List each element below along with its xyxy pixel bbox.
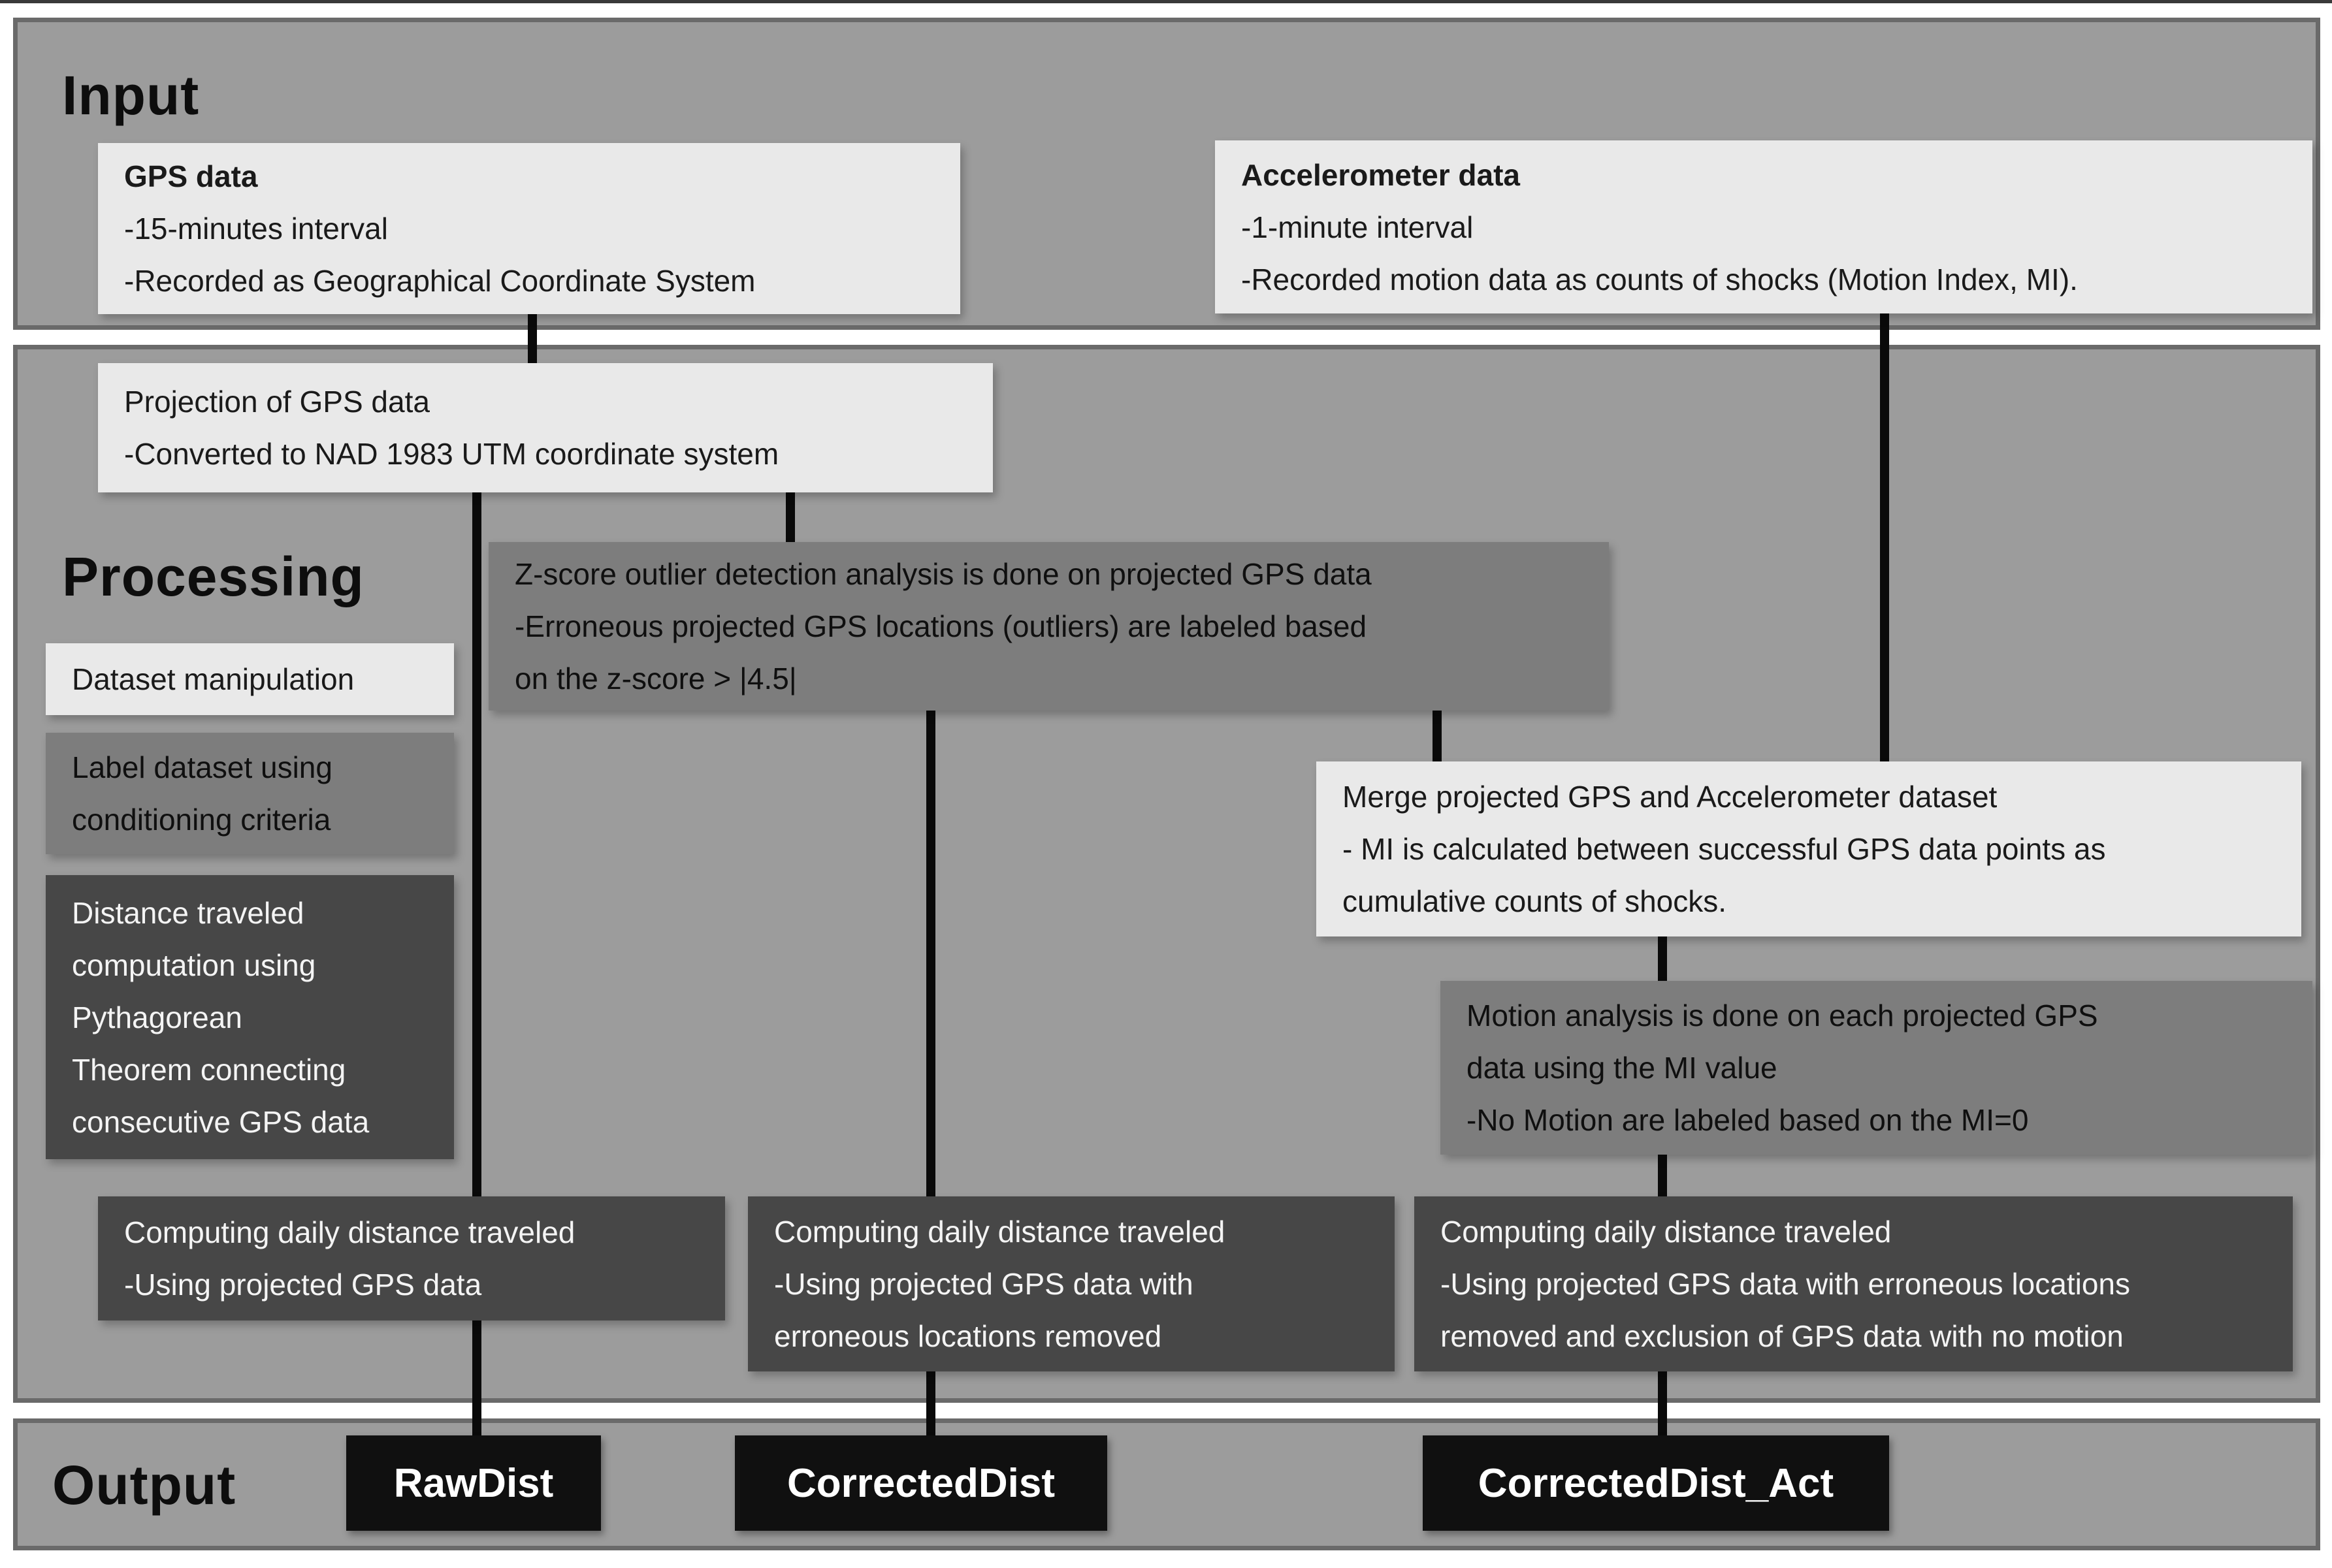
connector-gps-to-projection [528,307,537,367]
connector-computing-to-correcteddist-act [1658,1368,1667,1443]
connector-merge-to-motion [1658,933,1667,985]
output-correcteddist-act: CorrectedDist_Act [1423,1435,1889,1531]
gps-data-details: -15-minutes interval -Recorded as Geogra… [124,212,756,298]
legend-label-dataset: Label dataset using conditioning criteri… [46,733,454,854]
connector-computing-to-correcteddist [926,1368,935,1443]
motion-analysis-box: Motion analysis is done on each projecte… [1440,981,2312,1155]
legend-label-dataset-text: Label dataset using conditioning criteri… [72,750,332,837]
output-rawdist: RawDist [346,1435,601,1531]
input-section-label: Input [62,65,200,126]
figure-top-border [0,0,2332,3]
computing-correcteddist-box: Computing daily distance traveled -Using… [748,1196,1395,1371]
accelerometer-data-box: Accelerometer data -1-minute interval -R… [1215,140,2312,313]
connector-zscore-to-merge [1433,707,1442,767]
computing-rawdist-text: Computing daily distance traveled -Using… [124,1215,575,1302]
legend-dataset-manipulation-text: Dataset manipulation [72,662,355,696]
connector-accelerometer-to-merge [1880,308,1889,765]
merge-text: Merge projected GPS and Accelerometer da… [1342,780,2106,918]
gps-data-box: GPS data -15-minutes interval -Recorded … [98,143,960,314]
legend-dataset-manipulation: Dataset manipulation [46,643,454,715]
connector-motion-to-computing-corrected-act [1658,1151,1667,1200]
output-correcteddist: CorrectedDist [735,1435,1107,1531]
legend-distance-computation-text: Distance traveled computation using Pyth… [72,895,370,1139]
connector-projection-to-computing-raw [472,488,481,1200]
output-section-label: Output [52,1454,236,1516]
motion-text: Motion analysis is done on each projecte… [1466,999,2098,1137]
processing-section-label: Processing [62,546,364,607]
connector-zscore-to-computing-corrected [926,707,935,1200]
zscore-outlier-box: Z-score outlier detection analysis is do… [489,542,1609,711]
computing-correcteddist-act-text: Computing daily distance traveled -Using… [1440,1215,2131,1353]
zscore-text: Z-score outlier detection analysis is do… [515,557,1372,696]
connector-projection-to-zscore [786,488,795,547]
projection-box: Projection of GPS data -Converted to NAD… [98,363,993,492]
computing-rawdist-box: Computing daily distance traveled -Using… [98,1196,725,1320]
legend-distance-computation: Distance traveled computation using Pyth… [46,875,454,1159]
accelerometer-data-details: -1-minute interval -Recorded motion data… [1241,210,2078,296]
connector-computing-to-rawdist [472,1317,481,1443]
computing-correcteddist-text: Computing daily distance traveled -Using… [774,1215,1225,1353]
merge-dataset-box: Merge projected GPS and Accelerometer da… [1316,761,2301,936]
gps-data-title: GPS data [124,159,258,193]
projection-text: Projection of GPS data -Converted to NAD… [124,385,779,471]
computing-correcteddist-act-box: Computing daily distance traveled -Using… [1414,1196,2293,1371]
accelerometer-data-title: Accelerometer data [1241,157,1520,192]
